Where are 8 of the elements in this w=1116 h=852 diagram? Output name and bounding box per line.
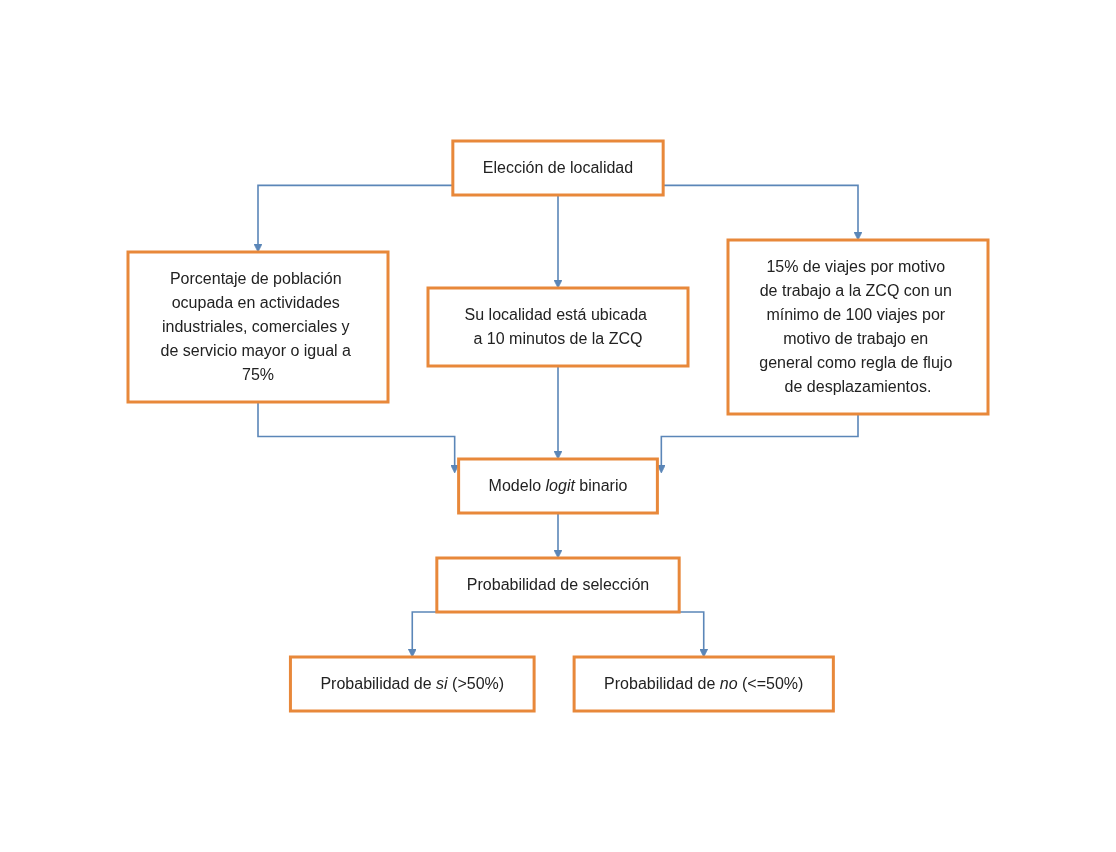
node-box: Porcentaje de población ocupada en actividades industriales, comerciales y de servicio mayor o igual a 75% <box>126 250 390 404</box>
node-box: Probabilidad de si (>50%) <box>288 655 536 713</box>
node-box: Su localidad está ubicada a 10 minutos de la ZCQ <box>426 286 690 368</box>
node-box: Probabilidad de selección <box>435 556 681 614</box>
node-box: Probabilidad de no (<=50%) <box>572 655 835 713</box>
node-box: Elección de localidad <box>451 139 665 197</box>
node-box: Modelo logit binario <box>457 457 659 515</box>
node-box: 15% de viajes por motivo de trabajo a la ZCQ con un mínimo de 100 viajes por motivo de trabajo en general como regla de flujo de desplazamientos. <box>726 238 990 416</box>
